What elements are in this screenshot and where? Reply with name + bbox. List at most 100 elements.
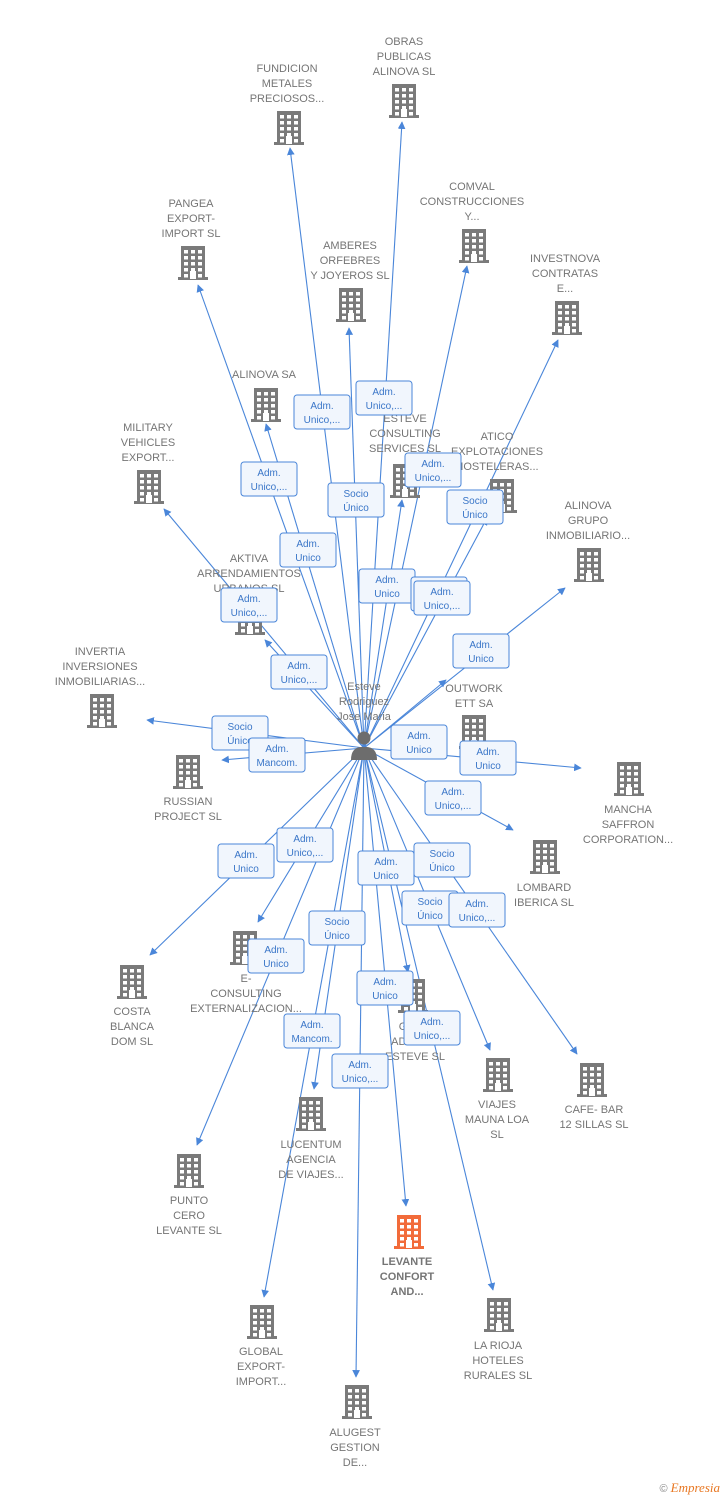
company-node-comval[interactable]: COMVALCONSTRUCCIONESY... [420,181,525,263]
relation-label[interactable]: Adm.Unico,... [413,580,471,616]
company-label-atico-line-2: HOSTELERAS... [455,461,538,473]
building-icon [251,388,281,422]
company-label-costa-line-0: COSTA [113,1006,151,1018]
company-node-alinova_sa[interactable]: ALINOVA SA [232,369,297,422]
relation-label[interactable]: Adm.Mancom. [283,1013,341,1049]
relation-text-line-1: Unico,... [459,913,496,924]
relation-text-line-1: Único [324,929,350,942]
company-label-econsulting-line-1: CONSULTING [210,988,281,1000]
building-icon [389,84,419,118]
relation-text-line-1: Unico,... [251,482,288,493]
brand-logo[interactable]: Empresia [670,1480,720,1495]
building-icon [394,1215,424,1249]
relation-text-line-0: Adm. [407,731,430,742]
relation-label[interactable]: Adm.Unico [247,938,305,974]
company-label-alinova_grupo-line-0: ALINOVA [565,500,613,512]
relation-text-line-0: Adm. [287,661,310,672]
relation-label[interactable]: Adm.Unico [459,740,517,776]
company-label-larioja-line-2: RURALES SL [464,1370,532,1382]
building-icon [178,246,208,280]
relation-text-line-1: Unico,... [342,1074,379,1085]
relation-label[interactable]: Adm.Unico,... [403,1010,461,1046]
company-node-alugest[interactable]: ALUGESTGESTIONDE... [329,1385,381,1469]
company-node-econsulting[interactable]: E-CONSULTINGEXTERNALIZACION... [190,931,302,1015]
company-label-military-line-2: EXPORT... [122,452,175,464]
relation-text-line-0: Socio [429,849,454,860]
relation-text-line-1: Único [227,734,253,747]
company-label-lucentum-line-0: LUCENTUM [280,1139,341,1151]
relation-text-line-0: Socio [324,917,349,928]
relation-label[interactable]: Adm.Unico [279,532,337,568]
company-label-obras-line-1: PUBLICAS [377,51,431,63]
company-node-mancha[interactable]: MANCHASAFFRONCORPORATION... [583,762,673,846]
relation-text-line-1: Unico [406,745,432,756]
relation-text-line-0: Adm. [310,401,333,412]
company-node-fundicion[interactable]: FUNDICIONMETALESPRECIOSOS... [250,63,325,145]
relation-label[interactable]: Adm.Unico,... [270,654,328,690]
relation-text-line-1: Unico,... [366,401,403,412]
relation-label[interactable]: Adm.Unico [357,850,415,886]
relation-text-line-0: Adm. [430,587,453,598]
relation-label[interactable]: Adm.Unico,... [276,827,334,863]
relation-label[interactable]: Adm.Unico,... [220,587,278,623]
relation-label[interactable]: Adm.Unico,... [355,380,413,416]
company-label-viajes-line-2: SL [490,1129,503,1141]
company-label-pangea-line-1: EXPORT- [167,213,215,225]
relation-text-line-1: Unico [475,761,501,772]
company-node-investnova[interactable]: INVESTNOVACONTRATASE... [530,253,601,335]
relation-text-line-0: Adm. [375,575,398,586]
building-icon [484,1298,514,1332]
person-name-line-2: Jose Maria [337,711,392,723]
relation-label[interactable]: Adm.Unico,... [240,461,298,497]
relation-label[interactable]: Adm.Unico,... [424,780,482,816]
company-node-levante[interactable]: LEVANTECONFORTAND... [380,1215,435,1298]
company-node-alinova_grupo[interactable]: ALINOVAGRUPOINMOBILIARIO... [546,500,630,582]
relation-label[interactable]: Adm. Unico [390,724,448,760]
company-node-global[interactable]: GLOBALEXPORT-IMPORT... [236,1305,287,1388]
building-icon [336,288,366,322]
company-node-invertia[interactable]: INVERTIAINVERSIONESINMOBILIARIAS... [55,646,145,728]
relation-label[interactable]: Adm.Unico [217,843,275,879]
relation-text-line-0: Socio [462,496,487,507]
relation-text-line-0: Adm. [300,1020,323,1031]
relation-text-line-1: Unico,... [231,608,268,619]
company-label-larioja-line-1: HOTELES [472,1355,523,1367]
relation-label[interactable]: Adm.Unico [356,970,414,1006]
company-node-military[interactable]: MILITARYVEHICLESEXPORT... [121,422,175,504]
relation-label[interactable]: Adm.Unico,... [448,892,506,928]
relation-label[interactable]: Adm.Mancom. [248,737,306,773]
relation-label[interactable]: Adm.Unico,... [404,452,462,488]
company-label-pangea-line-0: PANGEA [168,198,214,210]
relation-label[interactable]: Adm.Unico,... [293,394,351,430]
relation-label[interactable]: Adm.Unico [452,633,510,669]
relation-text-line-1: Unico [373,871,399,882]
relation-text-line-1: Unico,... [414,1031,451,1042]
company-label-esteve_consulting-line-1: CONSULTING [369,428,440,440]
relation-label[interactable]: Adm.Unico,... [331,1053,389,1089]
company-label-lucentum-line-2: DE VIAJES... [278,1169,343,1181]
company-label-levante-line-2: AND... [391,1286,424,1298]
building-icon [483,1058,513,1092]
edge-comval [363,265,470,749]
company-label-fundicion-line-1: METALES [262,78,313,90]
relation-label[interactable]: Adm.Unico [358,568,416,604]
relation-text-line-0: Socio [343,489,368,500]
